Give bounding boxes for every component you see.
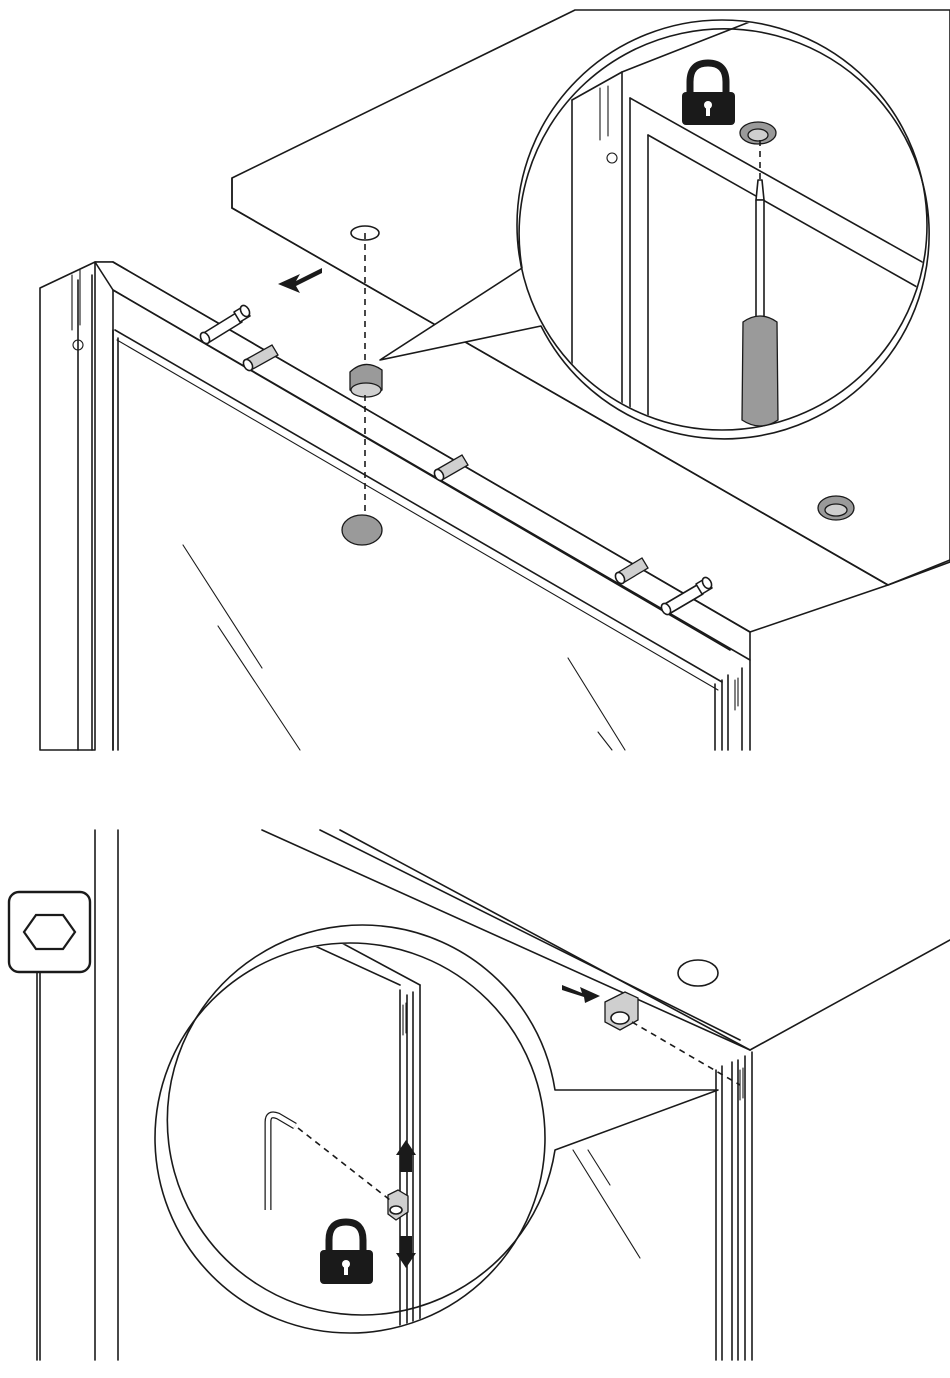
push-arrow-icon [278,268,322,293]
door-clip [562,985,740,1085]
step-2-panel [9,830,950,1360]
cam-lock-installed [818,496,854,520]
step-1-panel [40,10,950,750]
hex-key-icon [9,892,90,1360]
cabinet-left-frame [40,262,113,750]
